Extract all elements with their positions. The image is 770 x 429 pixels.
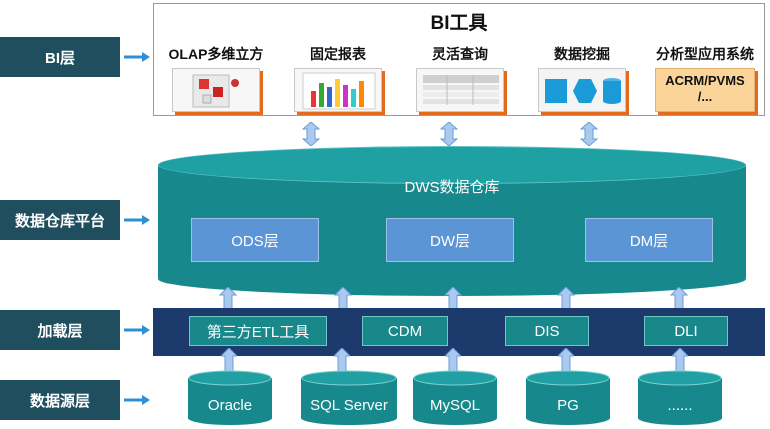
up-arrow-icon [672, 348, 688, 374]
etl-box-dis: DIS [505, 316, 589, 346]
mining-shapes-icon [538, 68, 626, 112]
up-arrow-icon [334, 348, 350, 374]
source-label: SQL Server [310, 397, 388, 414]
dws-box-ods: ODS层 [191, 218, 319, 262]
source-label: ...... [667, 397, 693, 414]
source-label: MySQL [429, 397, 480, 414]
double-arrow-icon [440, 122, 458, 146]
acrm-text: ACRM/PVMS /... [665, 73, 745, 104]
bar-report-icon [294, 68, 382, 112]
up-arrow-icon [670, 287, 688, 309]
double-arrow-icon [302, 122, 320, 146]
olap-cube-icon [172, 68, 260, 112]
tool-label: 固定报表 [310, 46, 366, 62]
layer-label-bi: BI层 [0, 37, 120, 77]
tool-olap: OLAP多维立方 [160, 44, 272, 112]
up-arrow-icon [444, 287, 462, 309]
tool-label: 灵活查询 [432, 46, 488, 62]
tool-analytics-apps: 分析型应用系统 ACRM/PVMS /... [646, 44, 764, 112]
dws-box-dw: DW层 [386, 218, 514, 262]
tool-report: 固定报表 [282, 44, 394, 112]
tool-label: 数据挖掘 [554, 46, 610, 62]
up-arrow-icon [445, 348, 461, 374]
arrow-right-icon [124, 52, 150, 62]
query-table-icon [416, 68, 504, 112]
dws-box-dm: DM层 [585, 218, 713, 262]
database-icon [638, 370, 722, 425]
database-icon [413, 370, 497, 425]
up-arrow-icon [219, 287, 237, 309]
up-arrow-icon [221, 348, 237, 374]
etl-box-cdm: CDM [362, 316, 448, 346]
dws-title: DWS数据仓库 [404, 179, 500, 196]
etl-box-third-party: 第三方ETL工具 [189, 316, 327, 346]
bi-tools-title: BI工具 [430, 13, 488, 34]
database-icon [301, 370, 397, 425]
acrm-thumb: ACRM/PVMS /... [655, 68, 755, 112]
layer-label-source: 数据源层 [0, 380, 120, 420]
arrow-right-icon [124, 215, 150, 225]
source-db-sqlserver: SQL Server [301, 370, 397, 426]
database-icon [188, 370, 272, 425]
layer-label-warehouse: 数据仓库平台 [0, 200, 120, 240]
tool-label: OLAP多维立方 [168, 46, 264, 62]
source-db-pg: PG [526, 370, 610, 426]
arrow-right-icon [124, 395, 150, 405]
source-db-mysql: MySQL [413, 370, 497, 426]
double-arrow-icon [580, 122, 598, 146]
source-db-oracle: Oracle [188, 370, 272, 426]
bi-tools-panel: BI工具 OLAP多维立方 固定报表 [153, 3, 765, 116]
up-arrow-icon [334, 287, 352, 309]
tool-label: 分析型应用系统 [656, 46, 754, 62]
source-label: Oracle [207, 397, 253, 414]
dws-cylinder-top [158, 146, 746, 184]
database-icon [526, 370, 610, 425]
etl-box-dli: DLI [644, 316, 728, 346]
tool-query: 灵活查询 [404, 44, 516, 112]
arrow-right-icon [124, 325, 150, 335]
up-arrow-icon [558, 348, 574, 374]
source-db-more: ...... [638, 370, 722, 426]
layer-label-loading: 加载层 [0, 310, 120, 350]
tool-mining: 数据挖掘 [526, 44, 638, 112]
up-arrow-icon [557, 287, 575, 309]
source-label: PG [557, 397, 579, 414]
